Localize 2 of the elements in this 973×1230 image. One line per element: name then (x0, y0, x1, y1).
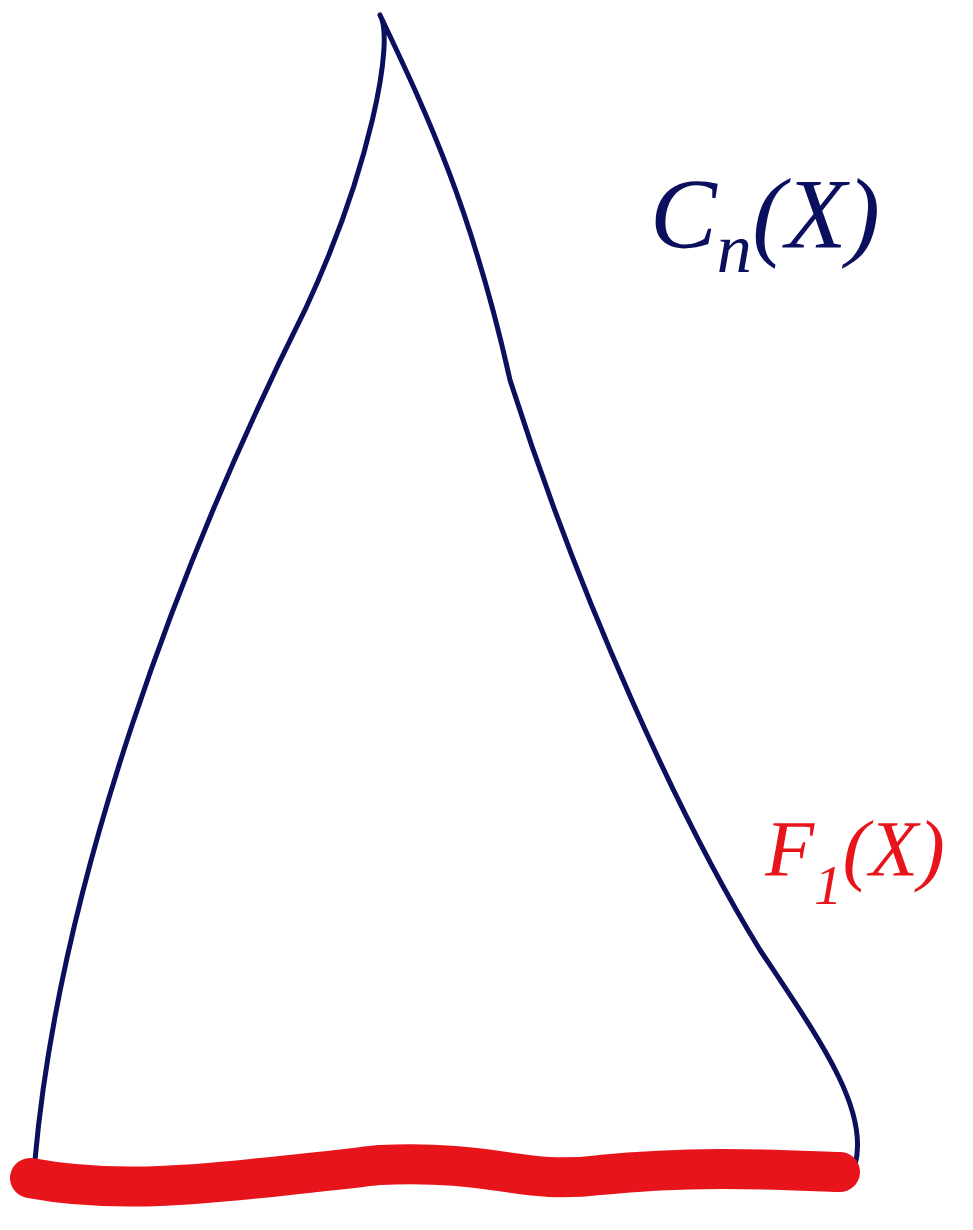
formula-label: C$_{n}$(X) (655, 178, 877, 272)
formula-label: F$_{1}$(X) (764, 820, 943, 904)
